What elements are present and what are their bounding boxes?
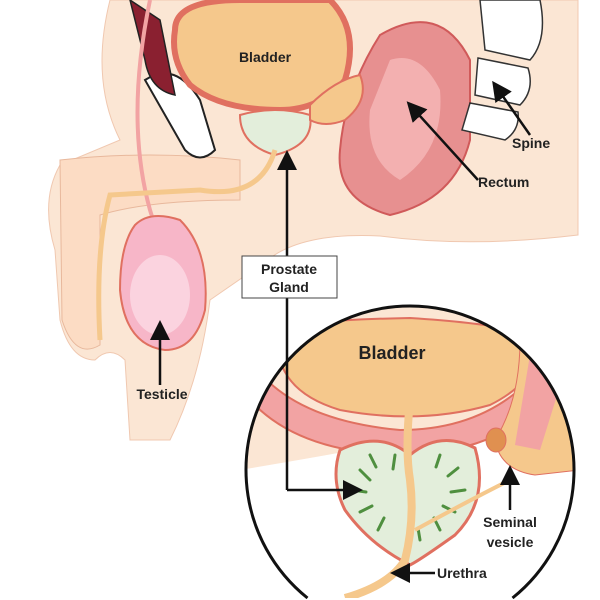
label-prostate-line2: Gland — [269, 279, 309, 295]
prostate-label-box — [241, 255, 338, 299]
label-bladder-inset: Bladder — [358, 343, 425, 363]
inset-zoom — [245, 305, 574, 598]
label-seminal-line2: vesicle — [487, 534, 534, 550]
label-urethra: Urethra — [437, 565, 487, 581]
urethra — [96, 149, 278, 341]
seminal-vesicle-small — [309, 73, 364, 125]
label-bladder: Bladder — [239, 49, 292, 65]
muscle — [129, 0, 176, 96]
testicle-inner — [130, 255, 190, 335]
label-testicle: Testicle — [136, 386, 187, 402]
label-spine: Spine — [512, 135, 550, 151]
rectum-inner — [369, 58, 441, 180]
inset-circle-border — [244, 304, 576, 600]
leader-lines — [150, 80, 532, 583]
label-seminal-line1: Seminal — [483, 514, 537, 530]
label-rectum: Rectum — [478, 174, 529, 190]
label-prostate-line1: Prostate — [261, 261, 317, 277]
prostate-small — [238, 109, 312, 157]
urethra-inset — [343, 399, 416, 598]
